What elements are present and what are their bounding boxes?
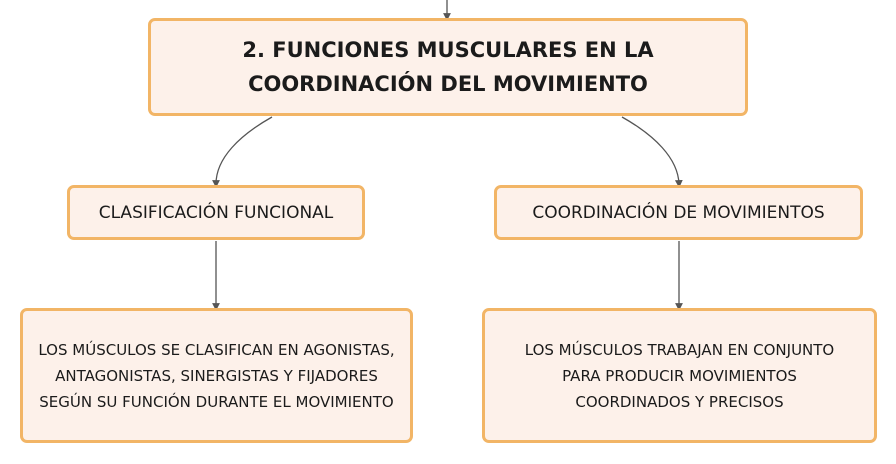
root-node[interactable]: 2. FUNCIONES MUSCULARES EN LA COORDINACI… [148, 18, 748, 116]
movement-coordination-description: LOS MÚSCULOS TRABAJAN EN CONJUNTO PARA P… [524, 340, 835, 411]
movement-coordination-description-node[interactable]: LOS MÚSCULOS TRABAJAN EN CONJUNTO PARA P… [482, 308, 877, 443]
connector-root-to-left [212, 116, 273, 188]
movement-coordination-label: COORDINACIÓN DE MOVIMIENTOS [532, 202, 825, 223]
movement-coordination-node[interactable]: COORDINACIÓN DE MOVIMIENTOS [494, 185, 863, 240]
functional-classification-description-node[interactable]: LOS MÚSCULOS SE CLASIFICAN EN AGONISTAS,… [20, 308, 413, 443]
functional-classification-description: LOS MÚSCULOS SE CLASIFICAN EN AGONISTAS,… [38, 340, 395, 411]
functional-classification-label: CLASIFICACIÓN FUNCIONAL [98, 202, 334, 223]
functional-classification-node[interactable]: CLASIFICACIÓN FUNCIONAL [67, 185, 365, 240]
root-node-label: 2. FUNCIONES MUSCULARES EN LA COORDINACI… [242, 38, 654, 96]
connector-root-to-right [621, 116, 683, 188]
